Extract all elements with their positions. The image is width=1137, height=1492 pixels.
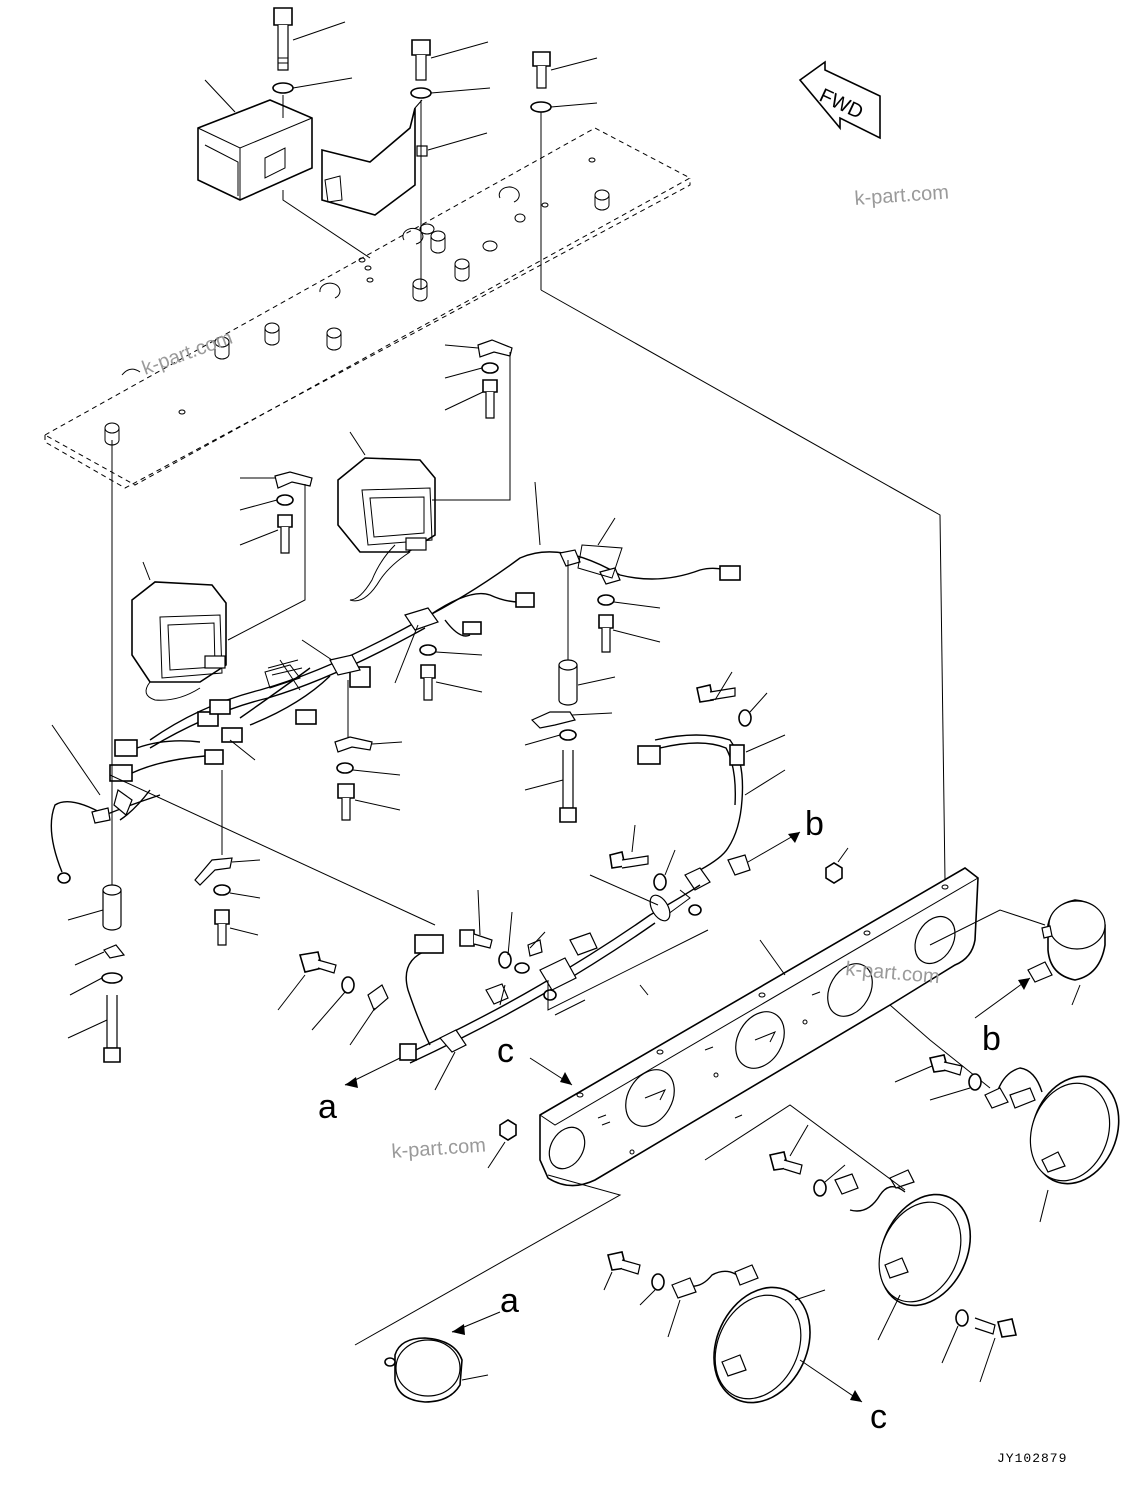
callout-a-lower: a [500, 1282, 519, 1320]
mounting-plate [43, 127, 692, 489]
panel-nuts [487, 847, 849, 1169]
arrow-c-upper: c [497, 1032, 573, 1086]
wiring-harness-upper [51, 481, 741, 821]
arrow-a-upper: a [318, 1057, 401, 1126]
spacer-stack-left [67, 440, 126, 1063]
callout-a-upper: a [318, 1088, 337, 1126]
lamp-center [704, 1104, 972, 1341]
lamp-b: b [929, 899, 1106, 1058]
callout-b-lower: b [982, 1020, 1001, 1058]
wiring-harness-lower [109, 774, 709, 1091]
bracket-cover [321, 99, 488, 216]
watermark: k-part.com [139, 327, 235, 380]
clamp-set-1 [432, 339, 513, 501]
clamp-stack-center [334, 680, 403, 821]
lamp-lower-left: c [667, 1264, 887, 1436]
arrow-b-upper: b [747, 805, 824, 863]
top-bolt-3 [530, 51, 598, 113]
light-panel-bracket [539, 867, 979, 1187]
spacer-stack-center [419, 560, 661, 823]
lamp-bolts [603, 1054, 1017, 1383]
work-lamp-lower [131, 561, 227, 701]
clamp-stack-lower-left [194, 770, 261, 946]
watermark: k-part.com [854, 181, 950, 210]
callout-b-upper: b [805, 805, 824, 843]
reference-code: JY102879 [997, 1451, 1067, 1466]
clamp-set-2 [227, 471, 313, 641]
lamp-a: a [354, 1174, 622, 1403]
fwd-arrow-icon: FWD [798, 60, 881, 140]
callout-c-upper: c [497, 1032, 514, 1070]
lamp-right-large [889, 1004, 1120, 1223]
watermark: k-part.com [391, 1134, 487, 1163]
ground-cable [50, 789, 161, 884]
controller-box [197, 79, 313, 201]
top-bolt-1 [272, 7, 353, 94]
callout-c-lower: c [870, 1398, 887, 1436]
top-bolt-2 [410, 39, 491, 99]
work-lamp-upper [337, 431, 436, 602]
wiring-harness-right [609, 671, 786, 891]
